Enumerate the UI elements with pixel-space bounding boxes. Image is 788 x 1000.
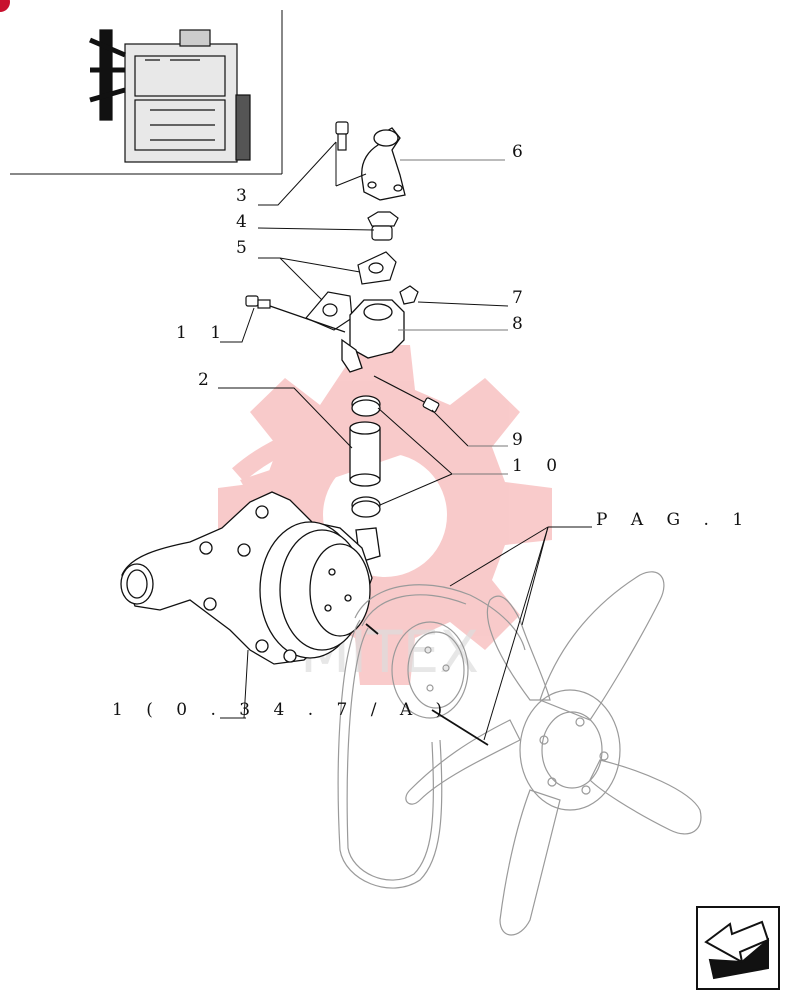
thumbnail-frame — [10, 10, 283, 175]
next-page-button[interactable] — [696, 906, 780, 990]
callout-3: 3 — [236, 186, 247, 206]
callout-pag-1: P A G . 1 — [596, 510, 753, 530]
callout-5: 5 — [236, 238, 247, 258]
fitting-11 — [245, 295, 346, 333]
corner-badge-icon — [0, 0, 10, 12]
thermostat-4 — [367, 211, 399, 241]
callout-8: 8 — [512, 314, 523, 334]
bolt-7 — [399, 285, 419, 305]
hose-clamps-10 — [349, 395, 381, 563]
callout-9: 9 — [512, 430, 523, 450]
water-pump-1 — [120, 491, 373, 665]
callout-7: 7 — [512, 288, 523, 308]
callout-11: 1 1 — [176, 323, 231, 343]
callout-4: 4 — [236, 212, 247, 232]
thermostat-housing-8 — [341, 299, 405, 373]
callout-2: 2 — [198, 370, 209, 390]
callout-1-reference: 1 ( 0 . 3 4 . 7 / A ) — [112, 700, 452, 720]
engine-thumbnail-icon — [89, 29, 251, 163]
arrow-left-icon — [704, 920, 770, 980]
fan-assembly — [337, 571, 702, 936]
bolt-9 — [373, 375, 440, 413]
leader-lines — [218, 141, 592, 741]
thermostat-cover — [361, 127, 406, 201]
shaft-line — [431, 709, 489, 746]
bolt-3 — [335, 121, 349, 151]
gasket-5 — [305, 251, 397, 331]
callout-6: 6 — [512, 142, 523, 162]
callout-10: 1 0 — [512, 456, 567, 476]
